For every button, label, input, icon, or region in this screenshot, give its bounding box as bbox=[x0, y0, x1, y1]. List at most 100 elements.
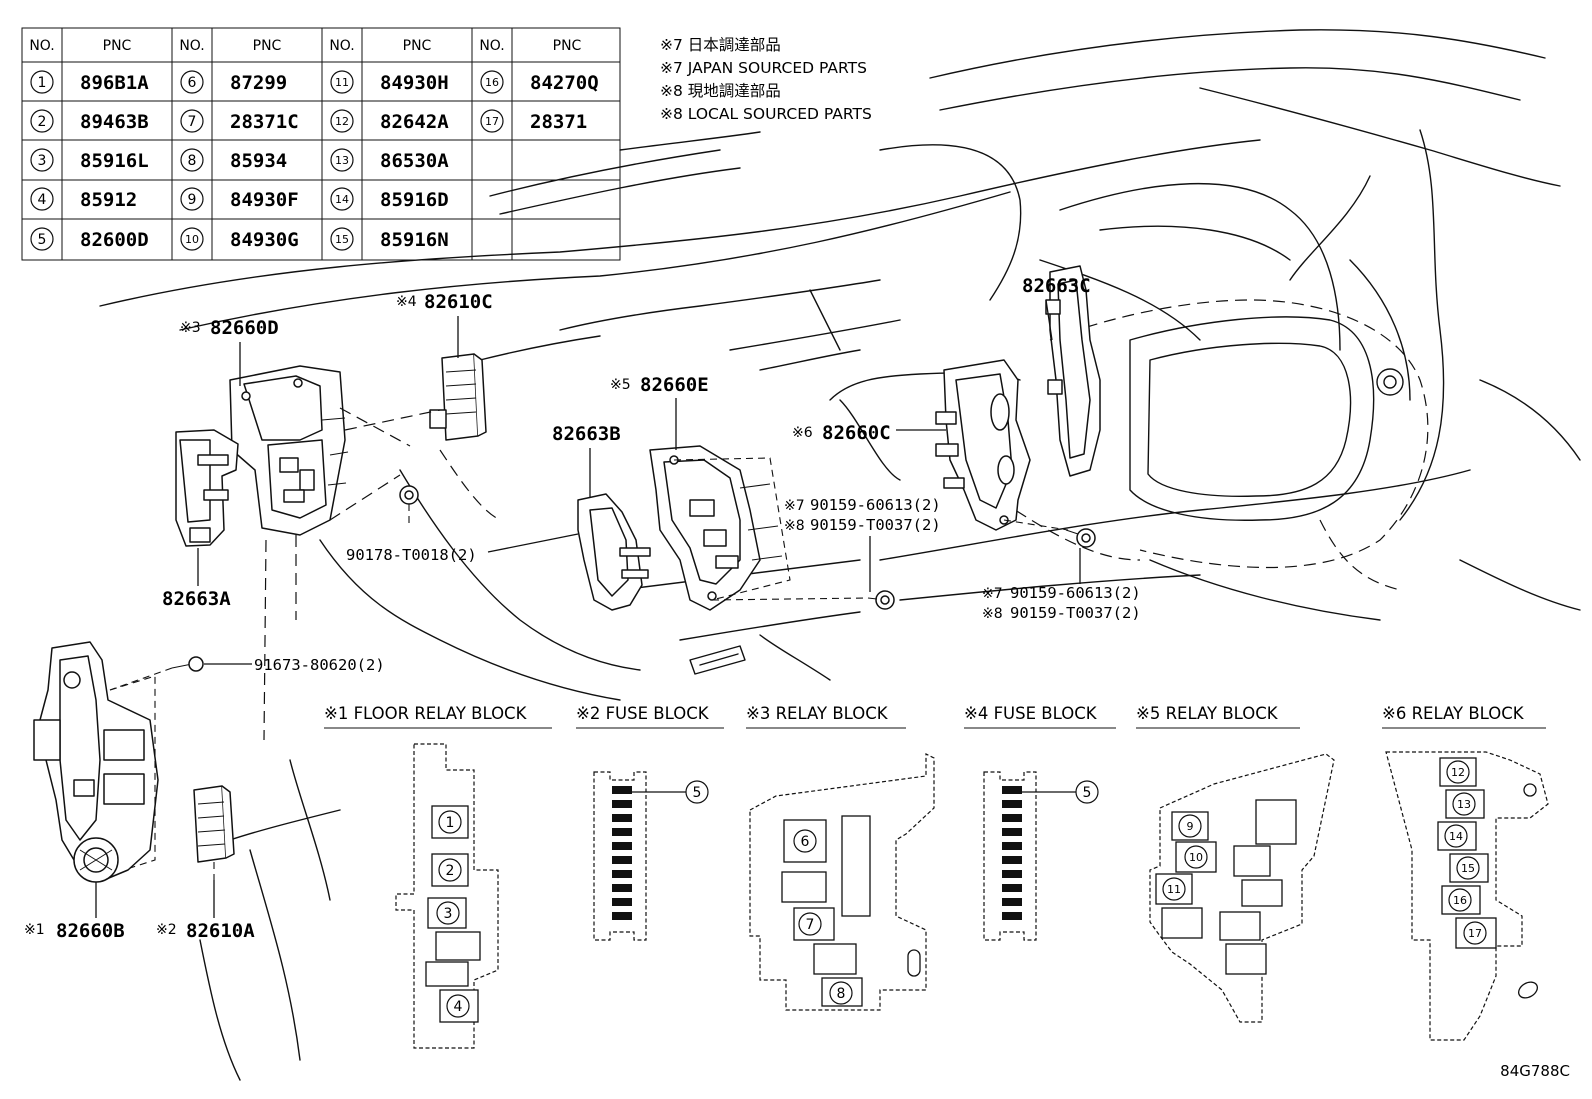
block-title: ※4 FUSE BLOCK bbox=[964, 704, 1098, 723]
part-code: 82663B bbox=[552, 423, 621, 445]
part-mark: ※1 bbox=[24, 922, 45, 938]
part-code: 90159-60613(2) bbox=[1010, 584, 1141, 602]
part-91673-screw bbox=[109, 656, 204, 691]
part-code: 90159-60613(2) bbox=[810, 496, 941, 514]
table-row-no: 14 bbox=[335, 193, 349, 206]
note-line: ※8 現地調達部品 bbox=[660, 82, 781, 100]
callout-number: 5 bbox=[693, 785, 702, 801]
block-title: ※6 RELAY BLOCK bbox=[1382, 704, 1525, 723]
part-82610a bbox=[193, 785, 235, 863]
table-header-pnc: PNC bbox=[553, 38, 582, 54]
table-row-pnc: 84930F bbox=[230, 189, 299, 211]
fuse-slots bbox=[1002, 786, 1022, 920]
callout-number: 13 bbox=[1457, 798, 1471, 811]
part-code: 90178-T0018(2) bbox=[346, 546, 477, 564]
table-row-no: 7 bbox=[188, 114, 197, 130]
callout-number: 12 bbox=[1451, 766, 1465, 779]
part-82610c bbox=[429, 353, 487, 441]
part-82663a bbox=[175, 429, 239, 547]
callout-number: 16 bbox=[1453, 894, 1467, 907]
assembly-lines bbox=[213, 407, 441, 880]
part-code: 82610C bbox=[424, 291, 493, 313]
part-mark: ※7 bbox=[784, 498, 805, 514]
block-floor-relay-1: ※1 FLOOR RELAY BLOCK 1 2 3 4 bbox=[324, 704, 552, 1049]
block-fuse-4: ※4 FUSE BLOCK 5 bbox=[964, 704, 1116, 941]
table-header-pnc: PNC bbox=[403, 38, 432, 54]
table-header-pnc: PNC bbox=[253, 38, 282, 54]
part-82660d bbox=[229, 365, 349, 536]
table-row-pnc: 89463B bbox=[80, 111, 149, 133]
part-mark: ※8 bbox=[982, 606, 1003, 622]
table-row-no: 9 bbox=[188, 192, 197, 208]
table-row-pnc: 87299 bbox=[230, 72, 287, 94]
part-82663b bbox=[577, 493, 651, 611]
block-title: ※2 FUSE BLOCK bbox=[576, 704, 710, 723]
table-row-pnc: 84930H bbox=[380, 72, 449, 94]
part-90178-nut bbox=[399, 485, 419, 525]
note-line: ※7 JAPAN SOURCED PARTS bbox=[660, 59, 867, 77]
part-82663c bbox=[1045, 265, 1101, 477]
table-row-pnc: 86530A bbox=[380, 150, 449, 172]
part-mark: ※4 bbox=[396, 294, 417, 310]
part-code: 82660C bbox=[822, 422, 891, 444]
table-row-no: 11 bbox=[335, 76, 349, 89]
part-code: 82663C bbox=[1022, 275, 1091, 297]
part-mark: ※7 bbox=[982, 586, 1003, 602]
callout-number: 3 bbox=[444, 906, 453, 922]
table-row-no: 6 bbox=[188, 75, 197, 91]
callout-number: 7 bbox=[806, 917, 815, 933]
part-mark: ※8 bbox=[784, 518, 805, 534]
table-row-pnc: 82642A bbox=[380, 111, 449, 133]
callout-number: 5 bbox=[1083, 785, 1092, 801]
table-row-no: 5 bbox=[38, 232, 47, 248]
table-row-no: 15 bbox=[335, 233, 349, 246]
table-row-no: 17 bbox=[485, 115, 499, 128]
part-90159-bolt-center bbox=[711, 590, 895, 610]
callout-number: 2 bbox=[446, 863, 455, 879]
part-90159-bolt-right bbox=[1003, 519, 1096, 548]
part-82660b bbox=[33, 641, 159, 883]
block-relay-3: ※3 RELAY BLOCK 6 7 8 bbox=[746, 704, 935, 1011]
callout-number: 1 bbox=[446, 815, 455, 831]
part-code: 82660E bbox=[640, 374, 709, 396]
pnc-table: NO. PNC NO. PNC NO. PNC NO. PNC 1 896B1A… bbox=[21, 27, 621, 261]
table-header-no: NO. bbox=[329, 38, 354, 54]
part-82660c bbox=[935, 359, 1031, 531]
callout-number: 17 bbox=[1468, 927, 1482, 940]
table-row-pnc: 85916L bbox=[80, 150, 149, 172]
part-82660e bbox=[649, 445, 791, 611]
part-code: 90159-T0037(2) bbox=[810, 516, 941, 534]
part-mark: ※2 bbox=[156, 922, 177, 938]
drawing-code: 84G788C bbox=[1500, 1062, 1570, 1080]
callout-number: 15 bbox=[1461, 862, 1475, 875]
part-code: 82660D bbox=[210, 317, 279, 339]
callout-number: 10 bbox=[1189, 851, 1203, 864]
table-row-no: 4 bbox=[38, 192, 47, 208]
block-relay-6: ※6 RELAY BLOCK 12 13 14 15 16 17 bbox=[1382, 704, 1549, 1041]
callout-number: 9 bbox=[1187, 820, 1194, 833]
block-title: ※3 RELAY BLOCK bbox=[746, 704, 889, 723]
block-relay-5: ※5 RELAY BLOCK 9 10 11 bbox=[1136, 704, 1335, 1023]
table-row-pnc: 85912 bbox=[80, 189, 137, 211]
part-mark: ※6 bbox=[792, 425, 813, 441]
table-row-no: 8 bbox=[188, 153, 197, 169]
table-row-pnc: 28371 bbox=[530, 111, 587, 133]
callout-number: 14 bbox=[1449, 830, 1463, 843]
table-row-pnc: 28371C bbox=[230, 111, 299, 133]
part-mark: ※5 bbox=[610, 377, 631, 393]
table-row-pnc: 82600D bbox=[80, 229, 149, 251]
table-header-no: NO. bbox=[479, 38, 504, 54]
table-header-no: NO. bbox=[29, 38, 54, 54]
block-title: ※5 RELAY BLOCK bbox=[1136, 704, 1279, 723]
table-row-no: 3 bbox=[38, 153, 47, 169]
table-row-pnc: 84930G bbox=[230, 229, 299, 251]
note-line: ※7 日本調達部品 bbox=[660, 36, 781, 54]
callout-number: 8 bbox=[837, 986, 846, 1002]
table-row-pnc: 896B1A bbox=[80, 72, 149, 94]
part-code: 91673-80620(2) bbox=[254, 656, 385, 674]
table-row-pnc: 84270Q bbox=[530, 72, 599, 94]
table-row-no: 16 bbox=[485, 76, 499, 89]
block-fuse-2: ※2 FUSE BLOCK 5 bbox=[576, 704, 724, 941]
part-code: 82610A bbox=[186, 920, 255, 942]
